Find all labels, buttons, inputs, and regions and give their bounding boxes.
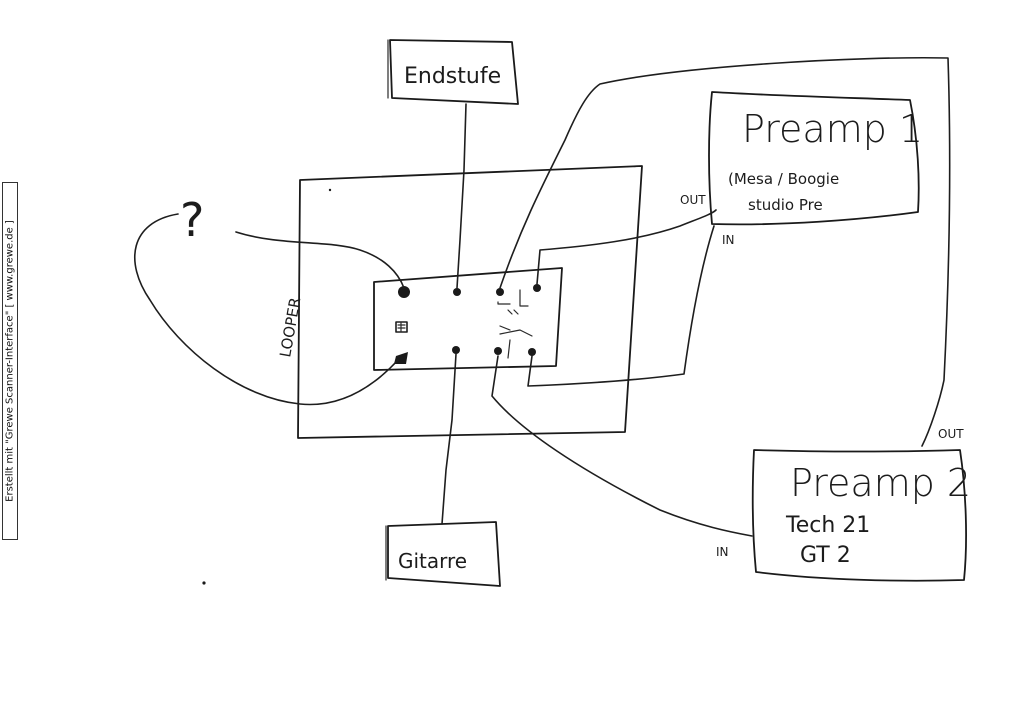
wire-unknown-top <box>235 231 405 289</box>
switch-top <box>497 289 529 315</box>
jack-bottom-b <box>528 348 536 356</box>
preamp2-model: Tech 21 <box>785 513 870 538</box>
jack-top-b <box>533 284 541 292</box>
gitarre-box <box>387 521 501 587</box>
preamp1-out-label: OUT <box>680 193 706 207</box>
gitarre-label: Gitarre <box>398 549 467 573</box>
preamp1-box <box>708 91 920 226</box>
wire-preamp1-in <box>527 225 715 387</box>
indicator-mark <box>397 322 406 332</box>
jack-top-mid <box>453 288 461 296</box>
scanner-watermark-text: Erstellt mit "Grewe Scanner-Interface" [… <box>4 220 16 502</box>
preamp2-out-label: OUT <box>938 427 964 441</box>
preamp1-model-2: studio Pre <box>748 196 823 214</box>
wire-preamp1-out <box>536 209 717 285</box>
scanner-watermark: Erstellt mit "Grewe Scanner-Interface" [… <box>2 182 18 540</box>
jack-bottom-a <box>494 347 502 355</box>
stray-dot-2 <box>328 188 332 192</box>
wire-preamp2-in <box>491 355 753 537</box>
wire-preamp2-out <box>499 56 951 447</box>
preamp2-model-2: GT 2 <box>800 543 851 568</box>
preamp1-title: Preamp 1 <box>742 107 923 151</box>
preamp1-model: (Mesa / Boogie <box>728 170 839 188</box>
endstufe-label: Endstufe <box>404 64 501 89</box>
indicator-square <box>395 321 408 333</box>
wire-endstufe <box>456 103 467 289</box>
looper-label: LOOPER <box>276 296 304 359</box>
endstufe-box <box>389 39 519 105</box>
jack-top-left <box>398 286 410 298</box>
jack-top-a <box>496 288 504 296</box>
stray-dot <box>202 581 206 585</box>
switch-panel <box>373 267 563 371</box>
preamp2-box <box>751 449 967 582</box>
preamp1-in-label: IN <box>722 233 735 247</box>
preamp2-in-label: IN <box>716 545 729 559</box>
question-mark: ? <box>180 193 204 247</box>
wire-gitarre <box>441 353 457 525</box>
preamp2-title: Preamp 2 <box>790 461 971 505</box>
looper-box <box>297 165 643 439</box>
jack-bottom-mid <box>452 346 460 354</box>
wire-unknown-loop <box>134 213 399 406</box>
switch-bottom <box>499 325 533 359</box>
